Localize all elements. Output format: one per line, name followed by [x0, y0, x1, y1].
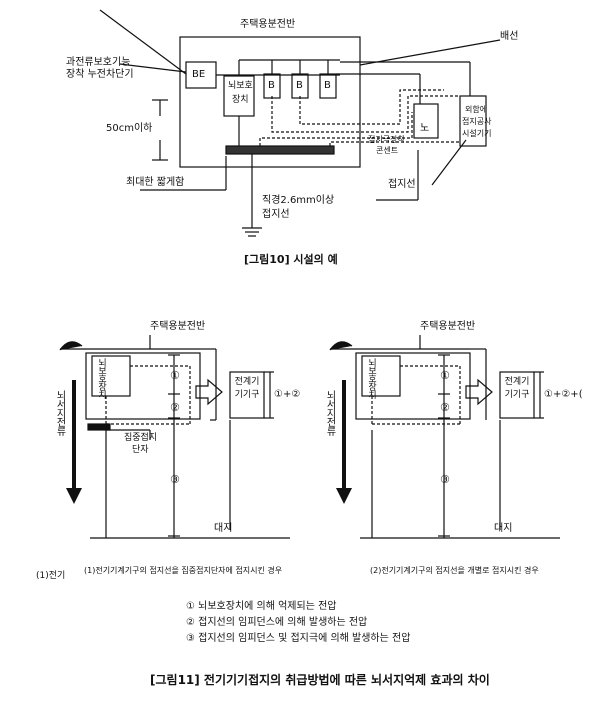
fig11a-earth-label: 대지 — [214, 523, 233, 534]
outlet-box — [413, 103, 439, 139]
diameter-label: 직경2.6mm이상 — [262, 195, 335, 206]
fig11a-appliance-label: 전계기기기구 — [234, 377, 260, 400]
outlet-label-1: 접지극장착 — [368, 135, 405, 144]
fig11-caption: [그림11] 전기기기접지의 취급방법에 따른 뇌서지억제 효과의 차이 — [150, 673, 490, 687]
fig11a-n1: ① — [170, 369, 180, 382]
appliance-label-1: 외함에 — [465, 105, 488, 114]
shortest-label: 최대한 짧게함 — [126, 177, 185, 188]
fig10-panel-title: 주택용분전반 — [240, 19, 296, 30]
appliance-label-2: 접지공사 — [462, 117, 492, 126]
fig11a-n2: ② — [170, 401, 180, 414]
surge-label-2: 장치 — [232, 95, 249, 105]
fig11a-subcaption: (1)전기기계기구의 접지선을 집중접지단자에 접지시킨 경우 — [84, 566, 283, 575]
fig11b-current-label: 뇌서지전류 — [324, 390, 335, 435]
fig11a-panel-title: 주택용분전반 — [150, 321, 206, 332]
fig11b-panel-title: 주택용분전반 — [420, 321, 476, 332]
fig11a-surge-label: 뇌보호장치 — [96, 358, 106, 398]
breaker-label-2: 장착 누전차단기 — [66, 69, 134, 80]
legend-item-1: ① 뇌보호장치에 의해 억제되는 전압 — [186, 601, 337, 612]
wiring-label: 배선 — [500, 31, 519, 42]
fig11b-n1: ① — [440, 369, 450, 382]
fig11a-appliance-box — [229, 371, 265, 419]
b-label-2: B — [296, 80, 303, 91]
fig11b-surge-label: 뇌보호장치 — [366, 358, 376, 398]
be-label: BE — [192, 69, 206, 80]
fig11b-n2: ② — [440, 401, 450, 414]
appliance-box — [459, 95, 487, 147]
fig11b-appliance-label: 전계기기기구 — [504, 377, 530, 400]
fig11b-earth-label: 대지 — [494, 523, 513, 534]
appliance-label-3: 시설기기 — [462, 129, 492, 138]
fig11a-right-label: ①+② — [274, 389, 301, 400]
breaker-label-1: 과전류보호기능 — [66, 57, 131, 68]
fig11b-surge-box — [361, 355, 401, 397]
margin-note: (1)전기 — [36, 571, 66, 581]
common-terminal-label-2: 단자 — [132, 445, 149, 455]
length-label: 50cm이하 — [106, 123, 153, 134]
fig10-caption: [그림10] 시설의 예 — [244, 253, 338, 266]
fig11a-current-label: 뇌서지전류 — [54, 390, 65, 435]
b-label-3: B — [324, 80, 331, 91]
outlet-label-2: 콘센트 — [376, 146, 399, 155]
fig11a-surge-box — [91, 355, 131, 397]
fig10-panel-box — [179, 36, 361, 168]
fig11a-n3: ③ — [170, 473, 180, 486]
surge-label-1: 뇌보호 — [228, 81, 253, 91]
legend-item-3: ③ 접지선의 임피던스 및 접지극에 의해 발생하는 전압 — [186, 633, 411, 644]
b-label-1: B — [268, 80, 275, 91]
fig11b-subcaption: (2)전기기계기구의 접지선을 개별로 접지시킨 경우 — [370, 566, 539, 575]
common-terminal-label-1: 집중접지 — [124, 433, 158, 443]
grounding-bar — [225, 145, 335, 155]
ground-wire-label: 접지선 — [262, 209, 290, 220]
outlet-glyph: 노 — [420, 123, 430, 134]
ground-wire2-label: 접지선 — [388, 179, 416, 190]
fig11b-right-label: ①+②+( — [544, 389, 583, 400]
fig11b-appliance-box — [499, 371, 535, 419]
fig11b-n3: ③ — [440, 473, 450, 486]
legend-item-2: ② 접지선의 임피던스에 의해 발생하는 전압 — [186, 617, 368, 628]
